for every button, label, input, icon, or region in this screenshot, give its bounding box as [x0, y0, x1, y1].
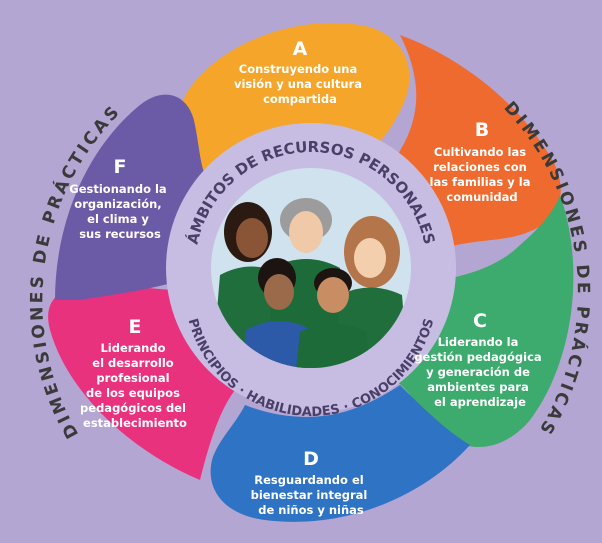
- svg-text:Construyendo una visión: Construyendo una visión y una cultura co…: [234, 62, 366, 106]
- segment-a-line: compartida: [263, 92, 337, 106]
- segment-c-line: y generación de: [426, 365, 530, 379]
- segment-f-line: el clima y: [87, 212, 149, 226]
- segment-f-letter: F: [114, 156, 127, 178]
- segment-c-label: C Liderando la gestión pedagógica y gene…: [414, 310, 545, 409]
- segment-e-line: de los equipos: [86, 386, 180, 400]
- segment-a-letter: A: [293, 38, 308, 60]
- segment-c-line: ambientes para: [427, 380, 528, 394]
- segment-b-letter: B: [475, 119, 489, 141]
- segment-f-line: organización,: [74, 197, 161, 211]
- segment-e-line: profesional: [96, 371, 169, 385]
- segment-b-label: B Cultivando las relaciones con las fami…: [430, 119, 535, 204]
- segment-d-line: bienestar integral: [251, 488, 368, 502]
- svg-text:Gestionando la organizac: Gestionando la organización, el clima y …: [69, 182, 170, 241]
- segment-c-line: gestión pedagógica: [414, 350, 541, 364]
- segment-e-line: el desarrollo: [92, 356, 174, 370]
- svg-text:Resguardando el bienesta: Resguardando el bienestar integral de ni…: [251, 473, 372, 517]
- segment-e-line: establecimiento: [83, 416, 187, 430]
- segment-f-line: Gestionando la: [69, 182, 166, 196]
- segment-d-line: de niños y niñas: [258, 503, 364, 517]
- segment-a-label: A Construyendo una visión y una cultura …: [234, 38, 366, 106]
- segment-b-line: relaciones con: [433, 160, 527, 174]
- segment-d-line: Resguardando el: [254, 473, 363, 487]
- segment-d-petal: [210, 385, 471, 522]
- segment-b-line: Cultivando las: [434, 145, 526, 159]
- segment-e-label: E Liderando el desarrollo profesional de…: [80, 316, 190, 430]
- segment-b-line: comunidad: [446, 190, 517, 204]
- svg-text:Liderando el desarrollo: Liderando el desarrollo profesional de l…: [80, 341, 190, 430]
- segment-c-line: el aprendizaje: [434, 395, 526, 409]
- svg-text:Cultivando las relacione: Cultivando las relaciones con las famili…: [430, 145, 535, 204]
- segment-d-label: D Resguardando el bienestar integral de …: [251, 448, 372, 517]
- segment-c-letter: C: [473, 310, 487, 332]
- segment-c-petal: [395, 195, 574, 447]
- segment-d-letter: D: [303, 448, 319, 470]
- segment-f-line: sus recursos: [79, 227, 161, 241]
- svg-text:Liderando la gestión ped: Liderando la gestión pedagógica y genera…: [414, 335, 545, 409]
- segment-f-label: F Gestionando la organización, el clima …: [69, 156, 170, 241]
- segment-e-letter: E: [129, 316, 142, 338]
- segment-e-line: pedagógicos del: [80, 401, 186, 415]
- segment-e-line: Liderando: [100, 341, 165, 355]
- segment-a-line: Construyendo una: [239, 62, 357, 76]
- segment-c-line: Liderando la: [438, 335, 519, 349]
- segment-b-line: las familias y la: [430, 175, 531, 189]
- segment-a-line: visión y una cultura: [234, 77, 362, 91]
- person-front-right: [296, 268, 370, 368]
